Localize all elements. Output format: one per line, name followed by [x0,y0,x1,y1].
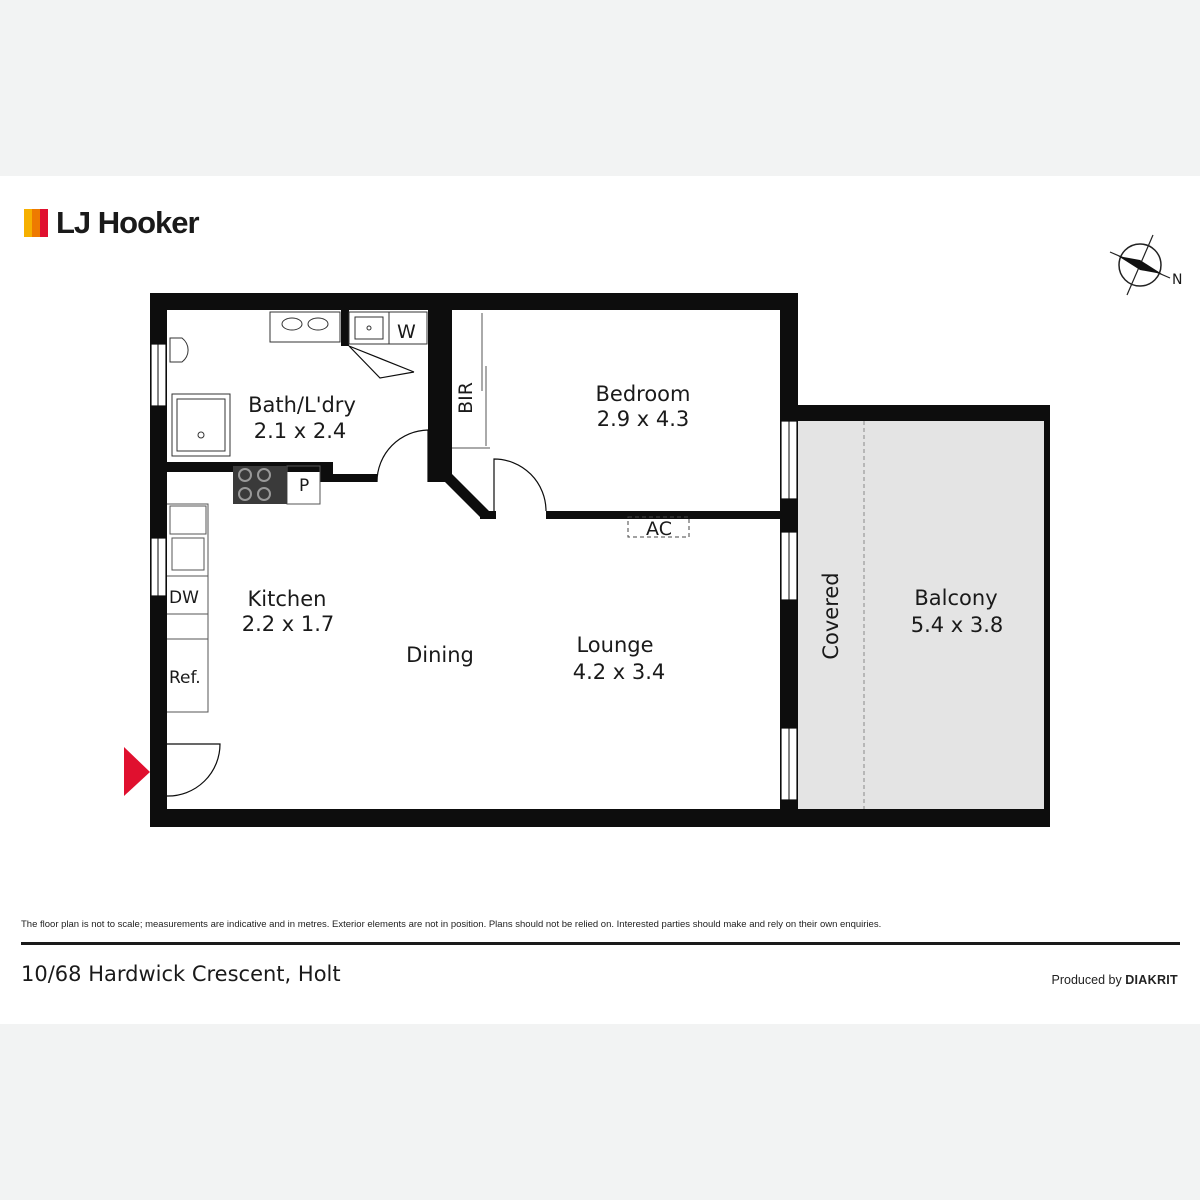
fridge-label: Ref. [169,668,201,688]
logo-bar-orange [32,209,40,237]
producer-brand: DIAKRIT [1125,973,1178,987]
dishwasher-label: DW [169,588,199,608]
floor-plan-sheet: LJ Hooker N [0,176,1200,1024]
logo-bars-icon [24,209,48,237]
bath-room-size: 2.1 x 2.4 [254,419,347,443]
window-panes [157,344,790,800]
brand-name: LJ Hooker [56,205,200,240]
kitchen-size: 2.2 x 1.7 [242,612,335,636]
ac-label: AC [646,518,672,540]
compass-icon [1109,234,1171,296]
floor-plan-diagram: N [124,234,1182,827]
balcony-name: Balcony [914,586,997,610]
balcony-size: 5.4 x 3.8 [911,613,1004,637]
cooktop-burners-icon [238,468,271,501]
produced-by-prefix: Produced by [1051,973,1126,987]
lounge-name: Lounge [576,633,653,657]
pantry-label: P [299,476,309,496]
produced-by: Produced by DIAKRIT [1052,973,1178,987]
property-address: 10/68 Hardwick Crescent, Holt [21,962,341,986]
logo-bar-yellow [24,209,32,237]
brand-logo: LJ Hooker [24,203,200,243]
interior-walls [167,310,798,728]
logo-bar-red [40,209,48,237]
entry-arrow-icon [124,747,150,796]
angled-wall [444,474,490,519]
bedroom-name: Bedroom [596,382,691,406]
washer-label: W [397,321,416,343]
bath-room-name: Bath/L'dry [248,393,356,417]
covered-label: Covered [819,572,843,659]
lounge-size: 4.2 x 3.4 [573,660,666,684]
footer-divider [21,942,1180,945]
bathroom-fixtures [169,311,428,457]
kitchen-name: Kitchen [248,587,327,611]
bir-sliding-doors [452,313,490,449]
ac-unit [627,516,690,538]
compass-north-label: N [1172,272,1182,288]
disclaimer-text: The floor plan is not to scale; measurem… [21,919,882,930]
balcony-area [798,421,1044,809]
door-swings [166,345,547,797]
dining-name: Dining [406,643,474,667]
bedroom-size: 2.9 x 4.3 [597,407,690,431]
bir-label: BIR [455,382,477,414]
